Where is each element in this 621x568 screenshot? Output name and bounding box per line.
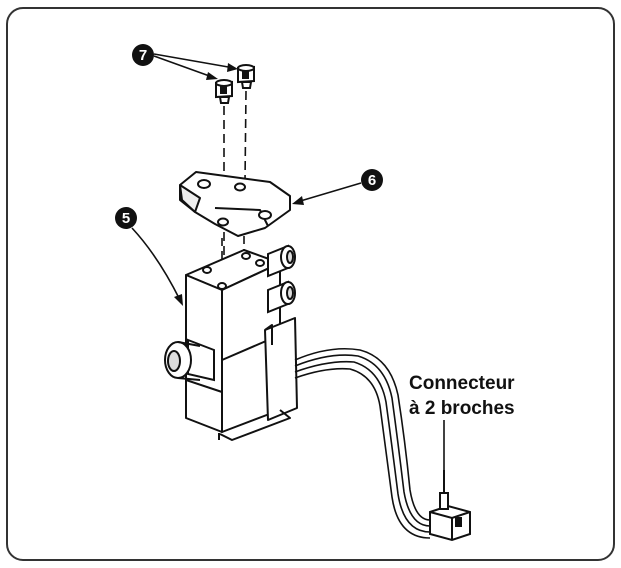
callout-6: 6 [292, 169, 383, 205]
air-fittings [267, 244, 296, 314]
connector-label-line2: à 2 broches [409, 398, 515, 419]
solenoid-valve [185, 249, 298, 441]
connector-label-line1: Connecteur [409, 373, 515, 394]
figure-border [6, 7, 615, 561]
screw-right [237, 64, 255, 89]
left-fitting [164, 338, 215, 382]
connector-plug [429, 470, 471, 542]
mounting-bracket [179, 171, 291, 237]
wire-harness [294, 347, 431, 539]
screw-left [215, 79, 233, 104]
callout-7: 7 [132, 44, 238, 80]
alignment-lines [223, 90, 247, 270]
callout-6-number: 6 [368, 172, 376, 189]
callout-5-number: 5 [122, 210, 130, 227]
callout-5: 5 [115, 207, 183, 306]
callout-7-number: 7 [139, 47, 147, 64]
